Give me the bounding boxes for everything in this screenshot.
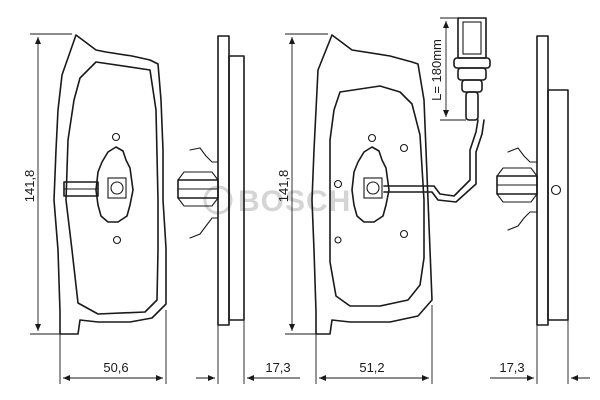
pad2-thickness-dimension: 17,3	[490, 320, 590, 384]
pad2-front-view	[311, 34, 485, 335]
pad1-side-view	[177, 35, 245, 326]
pad2-height-label: 141,8	[276, 170, 291, 203]
watermark-brand: BOSCH	[238, 185, 351, 218]
wire-length-label: L= 180mm	[429, 39, 444, 101]
pad1-width-label: 50,6	[103, 360, 128, 375]
pad1-thickness-dimension: 17,3	[196, 320, 300, 384]
pad2-side-view	[496, 35, 569, 326]
pad1-width-dimension: 50,6	[59, 310, 167, 384]
pad1-height-dimension: 141,8	[22, 33, 72, 335]
pad2-height-dimension: 141,8	[276, 33, 328, 335]
pad2-width-label: 51,2	[359, 360, 384, 375]
pad1-height-label: 141,8	[22, 170, 37, 203]
pad2-thickness-label: 17,3	[499, 360, 524, 375]
pad2-width-dimension: 51,2	[315, 305, 433, 384]
pad1-thickness-label: 17,3	[265, 360, 290, 375]
pad1-front-view	[53, 34, 167, 335]
wire-length-dimension: L= 180mm	[429, 17, 466, 121]
wear-sensor-connector	[453, 17, 491, 121]
